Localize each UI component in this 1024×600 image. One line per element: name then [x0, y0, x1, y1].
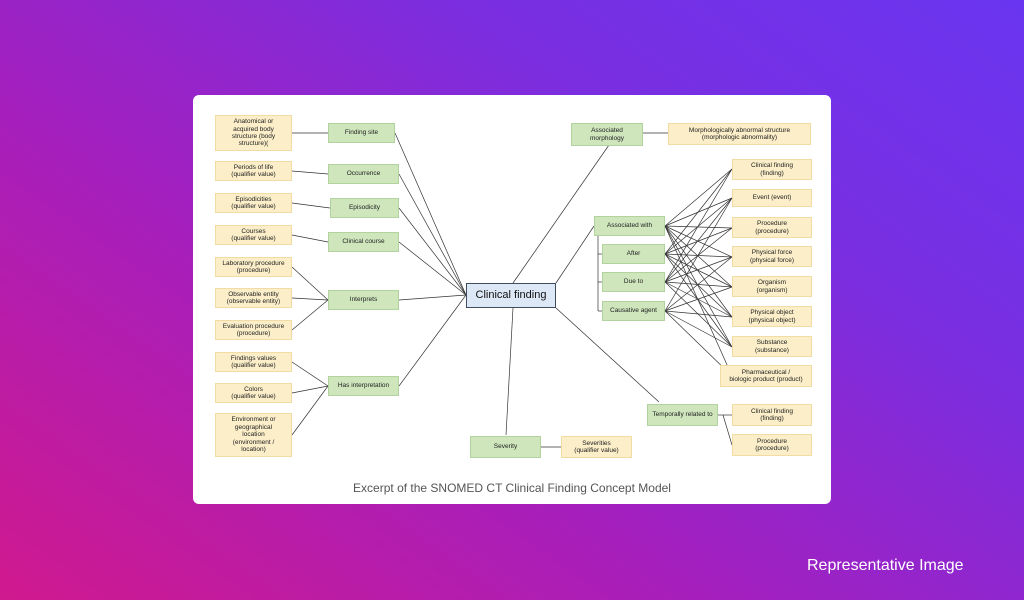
- attribute-causative-agent: Causative agent: [602, 301, 665, 321]
- attribute-interprets: Interprets: [328, 290, 399, 310]
- value-environment-location: Environment or geographical location (en…: [215, 413, 292, 457]
- value-findings-values: Findings values (qualifier value): [215, 352, 292, 372]
- value-physical-force: Physical force (physical force): [732, 246, 812, 267]
- value-episodicities: Episodicities (qualifier value): [215, 193, 292, 213]
- value-colors: Colors (qualifier value): [215, 383, 292, 403]
- representative-image-label: Representative Image: [807, 557, 964, 574]
- value-evaluation-procedure: Evaluation procedure (procedure): [215, 320, 292, 340]
- attribute-occurrence: Occurrence: [328, 164, 399, 184]
- attribute-associated-with: Associated with: [594, 216, 665, 236]
- value-organism: Organism (organism): [732, 276, 812, 297]
- value-periods-of-life: Periods of life (qualifier value): [215, 161, 292, 181]
- value-clinical-finding: Clinical finding (finding): [732, 159, 812, 180]
- attribute-after: After: [602, 244, 665, 264]
- attribute-temporally-related-to: Temporally related to: [647, 404, 718, 426]
- value-courses: Courses (qualifier value): [215, 225, 292, 245]
- attribute-finding-site: Finding site: [328, 123, 395, 143]
- diagram-card: Anatomical or acquired body structure (b…: [193, 95, 831, 504]
- diagram-caption: Excerpt of the SNOMED CT Clinical Findin…: [353, 481, 671, 495]
- connector-lines: [291, 132, 733, 448]
- value-event: Event (event): [732, 189, 812, 207]
- attribute-associated-morphology: Associated morphology: [571, 123, 643, 146]
- value-laboratory-procedure: Laboratory procedure (procedure): [215, 257, 292, 277]
- attribute-has-interpretation: Has interpretation: [328, 376, 399, 396]
- value-observable-entity: Observable entity (observable entity): [215, 288, 292, 308]
- value-substance: Substance (substance): [732, 336, 812, 357]
- center-clinical-finding: Clinical finding: [466, 283, 556, 308]
- value-temporal-clinical-finding: Clinical finding (finding): [732, 404, 812, 426]
- attribute-clinical-course: Clinical course: [328, 232, 399, 252]
- attribute-due-to: Due to: [602, 272, 665, 292]
- value-anatomical-structure: Anatomical or acquired body structure (b…: [215, 115, 292, 151]
- attribute-episodicity: Episodicity: [330, 198, 399, 218]
- value-severities: Severities (qualifier value): [561, 436, 632, 458]
- value-temporal-procedure: Procedure (procedure): [732, 434, 812, 456]
- concept-model-diagram: Anatomical or acquired body structure (b…: [193, 95, 831, 475]
- attribute-severity: Severity: [470, 436, 541, 458]
- value-procedure: Procedure (procedure): [732, 217, 812, 238]
- value-morphologic-abnormality: Morphologically abnormal structure (morp…: [668, 123, 811, 145]
- value-physical-object: Physical object (physical object): [732, 306, 812, 327]
- value-pharmaceutical-product: Pharmaceutical / biologic product (produ…: [720, 365, 812, 387]
